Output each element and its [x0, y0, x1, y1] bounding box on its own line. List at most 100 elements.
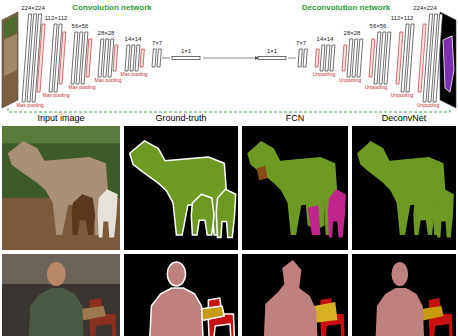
dimension-label: 1×1 — [181, 48, 191, 55]
segment-region — [308, 205, 321, 235]
photo-ground — [2, 126, 120, 143]
pooling-layer — [113, 45, 118, 71]
conv-layer — [125, 45, 130, 71]
pooling-label: Max pooling — [43, 93, 70, 99]
pooling-label: Max pooling — [69, 85, 96, 91]
segment-region — [216, 189, 235, 237]
image-cell — [242, 126, 348, 250]
image-cell — [352, 126, 456, 250]
unpooling-label: Unpooling — [365, 85, 388, 91]
conv-layer — [130, 45, 135, 71]
arrow-head — [255, 56, 259, 60]
image-cell — [352, 254, 456, 336]
photo-ground — [2, 126, 120, 250]
pooling-layer — [37, 24, 45, 92]
image-ground — [242, 126, 348, 250]
dimension-label: 56×56 — [72, 23, 89, 30]
column-header: DeconvNet — [382, 114, 427, 124]
conv-layer — [103, 39, 109, 77]
flow-line — [162, 58, 170, 59]
dimension-label: 7×7 — [296, 40, 306, 47]
dimension-label: 1×1 — [267, 48, 277, 55]
conv-layer — [320, 45, 325, 71]
dimension-label: 224×224 — [413, 5, 437, 12]
image-cell — [242, 254, 348, 336]
dimension-label: 7×7 — [152, 40, 162, 47]
segment-region — [328, 189, 346, 237]
conv-layer — [357, 39, 363, 77]
network-title: Convolution network — [72, 4, 152, 13]
dimension-label: 28×28 — [344, 30, 361, 37]
conv-layer — [352, 39, 358, 77]
segment-region — [257, 166, 268, 181]
conv-layer — [135, 45, 140, 71]
segment-region — [130, 141, 227, 235]
fc-layer — [258, 57, 286, 60]
pooling-label: Max pooling — [17, 103, 44, 109]
segment-region — [263, 260, 318, 336]
pooling-label: Max pooling — [95, 78, 122, 84]
segment-region — [149, 288, 204, 336]
network-title: Deconvolution network — [302, 4, 390, 13]
flow-line — [288, 58, 296, 59]
unpooling-label: Unpooling — [339, 78, 362, 84]
dimension-label: 14×14 — [125, 36, 142, 43]
pooling-layer — [396, 32, 403, 84]
output-thumbnail — [443, 36, 454, 92]
conv-layer — [152, 49, 156, 67]
dimension-label: 56×56 — [370, 23, 387, 30]
flow-line — [203, 58, 255, 59]
input-thumbnail — [4, 34, 17, 76]
segment-region — [72, 194, 96, 235]
dimension-label: 112×112 — [391, 15, 414, 22]
segment-region — [167, 262, 185, 286]
photo-ground — [2, 254, 120, 336]
conv-layer — [298, 49, 302, 67]
pooling-layer — [59, 32, 66, 84]
dimension-label: 112×112 — [45, 15, 68, 22]
unpooling-label: Unpooling — [391, 93, 414, 99]
segment-region — [191, 194, 214, 235]
unpooling-label: Unpooling — [313, 72, 336, 78]
segment-region — [8, 141, 108, 235]
segment-region — [413, 194, 434, 235]
pooling-layer — [418, 24, 426, 92]
segment-region — [392, 262, 409, 286]
conv-layer — [303, 49, 307, 67]
segment-region — [28, 288, 85, 336]
pooling-layer — [315, 49, 319, 67]
conv-layer — [330, 45, 335, 71]
segment-region — [98, 189, 118, 237]
image-cell — [2, 126, 120, 250]
image-cell — [2, 254, 120, 336]
fc-layer — [172, 57, 200, 60]
image-ground — [242, 254, 348, 336]
segment-region — [436, 189, 454, 237]
dimension-label: 28×28 — [98, 30, 115, 37]
output-thumbnail — [440, 12, 456, 108]
conv-layer — [325, 45, 330, 71]
pooling-label: Max pooling — [121, 72, 148, 78]
segment-region — [375, 288, 425, 336]
image-cell — [124, 126, 238, 250]
unpooling-label: Unpooling — [417, 103, 440, 109]
input-thumbnail — [2, 12, 18, 108]
dimension-label: 224×224 — [21, 5, 45, 12]
image-ground — [352, 254, 456, 336]
image-ground — [124, 126, 238, 250]
image-cell — [124, 254, 238, 336]
pooling-layer — [342, 45, 347, 71]
pooling-layer — [140, 49, 144, 67]
column-header: Input image — [37, 114, 84, 124]
image-ground — [124, 254, 238, 336]
input-thumbnail — [4, 15, 17, 38]
column-header: FCN — [286, 114, 305, 124]
segment-region — [357, 141, 445, 235]
conv-layer — [98, 39, 104, 77]
conv-layer — [157, 49, 161, 67]
pooling-layer — [86, 39, 92, 77]
image-ground — [352, 126, 456, 250]
pooling-layer — [369, 39, 375, 77]
